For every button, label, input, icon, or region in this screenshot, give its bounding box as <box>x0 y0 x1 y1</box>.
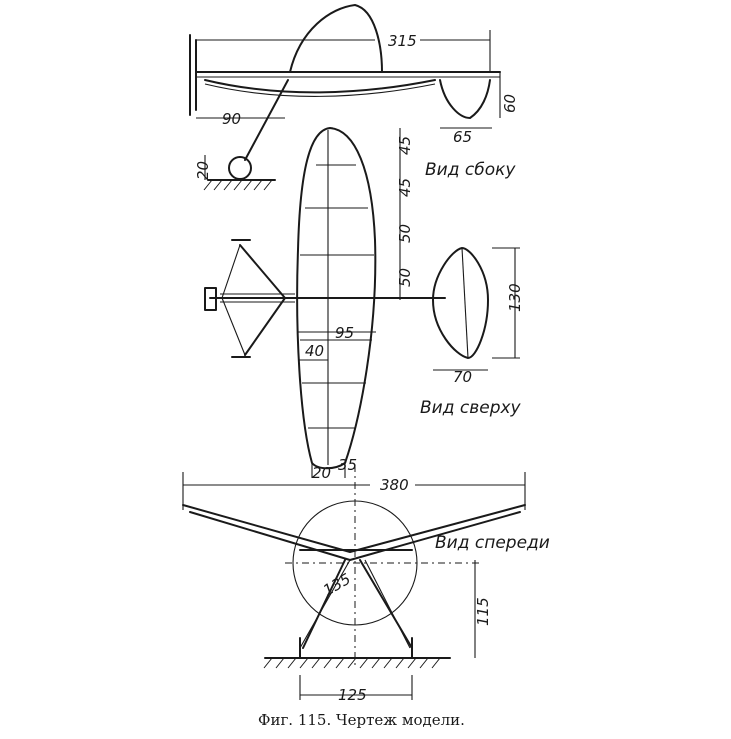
dim-45-a: 45 <box>396 136 414 155</box>
dim-20-tip: 20 <box>312 464 331 482</box>
figure-caption: Фиг. 115. Чертеж модели. <box>258 711 465 729</box>
front-gear-legs <box>302 559 413 649</box>
dim-20-side: 20 <box>194 161 212 180</box>
dim-60: 60 <box>501 94 519 113</box>
dim-315: 315 <box>388 32 417 50</box>
dim-130: 130 <box>506 283 524 312</box>
dim-125: 125 <box>338 686 367 704</box>
front-view: 380 135 115 125 Вид спереди <box>182 465 550 704</box>
dim-95: 95 <box>335 324 354 342</box>
side-wheel <box>228 156 252 180</box>
top-gear-struts <box>239 244 286 356</box>
dim-40: 40 <box>305 342 324 360</box>
side-wing-profile <box>289 4 383 73</box>
dim-35-tip: 35 <box>338 456 357 474</box>
front-wing-upper <box>182 504 526 553</box>
top-view: 45 45 50 50 95 40 20 35 130 70 Вид сверх… <box>204 127 524 482</box>
label-side-view: Вид сбоку <box>425 160 516 180</box>
top-propeller <box>204 287 217 311</box>
top-wing-outline <box>296 127 377 470</box>
dim-50-a: 50 <box>396 224 414 243</box>
dim-380: 380 <box>380 476 409 494</box>
side-rubber-motor <box>204 79 436 94</box>
label-front-view: Вид спереди <box>435 533 550 553</box>
dim-135: 135 <box>320 570 354 600</box>
dim-65: 65 <box>453 128 472 146</box>
label-top-view: Вид сверху <box>420 398 522 418</box>
dim-115: 115 <box>474 597 492 626</box>
top-wheels <box>231 239 251 358</box>
dim-90: 90 <box>222 110 241 128</box>
side-tail-fin <box>439 79 491 119</box>
dim-50-b: 50 <box>396 268 414 287</box>
side-view: 315 90 20 60 65 Вид сбоку <box>189 4 519 191</box>
top-stabilizer <box>432 247 489 359</box>
dim-70: 70 <box>453 368 472 386</box>
dim-45-b: 45 <box>396 178 414 197</box>
front-wheels <box>299 637 413 659</box>
side-gear-leg <box>244 79 289 161</box>
